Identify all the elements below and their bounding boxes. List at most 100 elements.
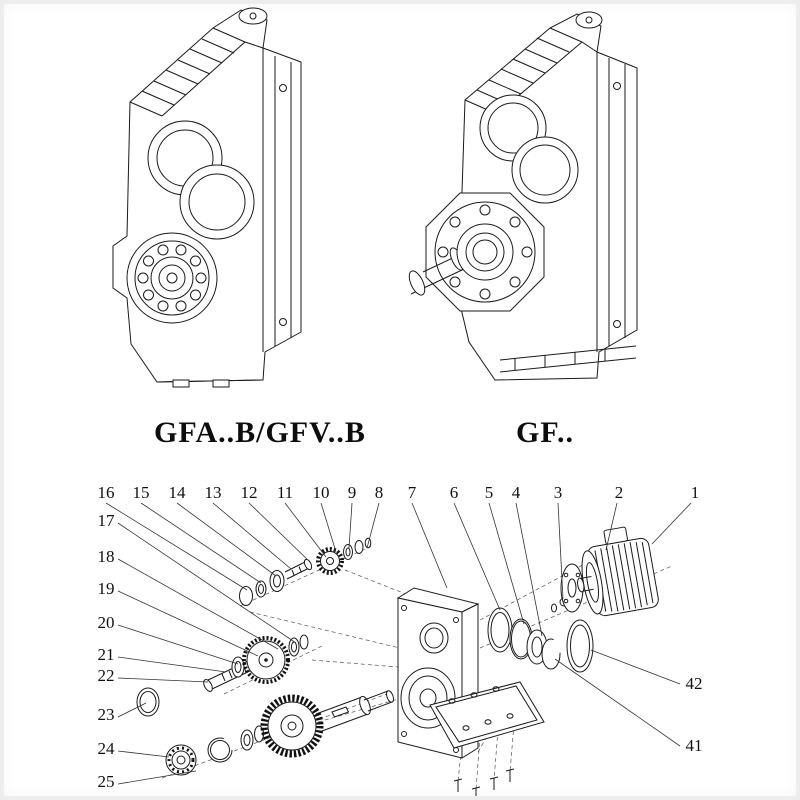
callout-leader-18 (117, 558, 279, 650)
side-screw (279, 84, 287, 92)
callout-number-15: 15 (133, 483, 150, 502)
base-rails (499, 345, 637, 373)
callout-leader-11 (284, 502, 327, 558)
callout-number-14: 14 (169, 483, 187, 502)
output-gear-parts (165, 690, 394, 776)
callout-leader-10 (320, 502, 337, 553)
callout-number-7: 7 (408, 483, 417, 502)
callout-leader-5 (488, 502, 525, 625)
input-bore (419, 622, 449, 654)
callout-leader-8 (366, 502, 380, 549)
hollow-shaft-bearing (126, 232, 218, 324)
bolt (453, 778, 463, 792)
spacer (354, 540, 364, 554)
callout-leader-19 (117, 590, 259, 657)
output-gear (260, 694, 324, 758)
callout-number-21: 21 (98, 645, 115, 664)
pin (551, 603, 557, 613)
output-shaft-end (408, 270, 426, 296)
model-caption-left: GFA..B/GFV..B (154, 416, 366, 449)
input-shaft-parts (239, 537, 372, 606)
foot (212, 379, 230, 388)
callout-leader-4 (515, 502, 543, 637)
callout-leader-7 (411, 502, 448, 589)
callout-number-16: 16 (98, 483, 115, 502)
callout-number-22: 22 (98, 666, 115, 685)
motor (577, 526, 659, 617)
model-caption-right: GF.. (516, 416, 574, 449)
side-screw (613, 82, 621, 90)
intermediate-gear (242, 636, 290, 684)
callout-number-17: 17 (98, 511, 116, 530)
gearbox-drawing-right (408, 11, 638, 381)
callout-leader-21 (117, 656, 227, 673)
terminal-box (603, 526, 628, 545)
bolt (471, 786, 481, 798)
callout-leader-2 (605, 502, 618, 551)
top-plug (249, 12, 257, 20)
callout-number-19: 19 (98, 579, 115, 598)
gear-bores (147, 120, 255, 240)
callout-number-11: 11 (277, 483, 293, 502)
callout-number-10: 10 (313, 483, 330, 502)
callout-number-42: 42 (686, 674, 703, 693)
end-cap (239, 586, 253, 606)
callout-leader-6 (453, 502, 501, 611)
callout-leader-25 (117, 770, 197, 785)
callout-number-8: 8 (375, 483, 384, 502)
side-screw (613, 320, 621, 328)
callout-leader-42 (590, 649, 681, 685)
washer (255, 580, 267, 598)
top-plug (585, 16, 593, 24)
small-gear (316, 547, 344, 575)
washer (343, 544, 353, 560)
callout-leader-24 (117, 750, 170, 758)
motor-shaft (577, 577, 585, 593)
spacer (299, 634, 309, 650)
output-flange (408, 192, 545, 312)
output-shaft (315, 696, 369, 732)
large-ring (566, 619, 594, 673)
callout-leader-13 (212, 502, 292, 570)
callout-leader-15 (140, 502, 262, 584)
callout-number-4: 4 (512, 483, 521, 502)
callout-leader-17 (117, 522, 297, 644)
callout-number-18: 18 (98, 547, 115, 566)
callout-number-3: 3 (554, 483, 563, 502)
callout-leader-3 (557, 502, 564, 600)
input-side-parts (487, 563, 594, 673)
callout-leader-23 (117, 702, 147, 718)
side-screw (279, 318, 287, 326)
callout-leader-14 (176, 502, 277, 577)
callout-number-41: 41 (686, 736, 703, 755)
callout-leader-22 (117, 677, 209, 683)
callout-number-13: 13 (205, 483, 222, 502)
callout-number-2: 2 (615, 483, 624, 502)
shaft-key (331, 706, 350, 718)
edge-lines (156, 48, 292, 383)
cooling-fins (464, 27, 598, 115)
callout-leader-12 (248, 502, 312, 564)
callout-number-25: 25 (98, 772, 115, 791)
callout-number-9: 9 (348, 483, 357, 502)
pinion-shaft (284, 560, 310, 580)
worm-shaft (205, 659, 255, 691)
cover-plate (429, 681, 545, 798)
callout-leader-20 (117, 624, 239, 665)
cooling-fins (129, 27, 264, 117)
foot (172, 379, 190, 388)
snap-ring (207, 737, 233, 763)
callout-number-20: 20 (98, 613, 115, 632)
intermediate-gear-parts (136, 634, 309, 717)
callout-number-12: 12 (241, 483, 258, 502)
washer (240, 729, 254, 751)
exploded-view: 1615141312111098765432117181920212223242… (98, 483, 703, 798)
snap-ring (541, 638, 561, 670)
bolt (489, 776, 499, 790)
callout-number-6: 6 (450, 483, 459, 502)
callout-leader-16 (105, 502, 248, 591)
callout-number-5: 5 (485, 483, 494, 502)
callout-leader-9 (348, 502, 353, 549)
